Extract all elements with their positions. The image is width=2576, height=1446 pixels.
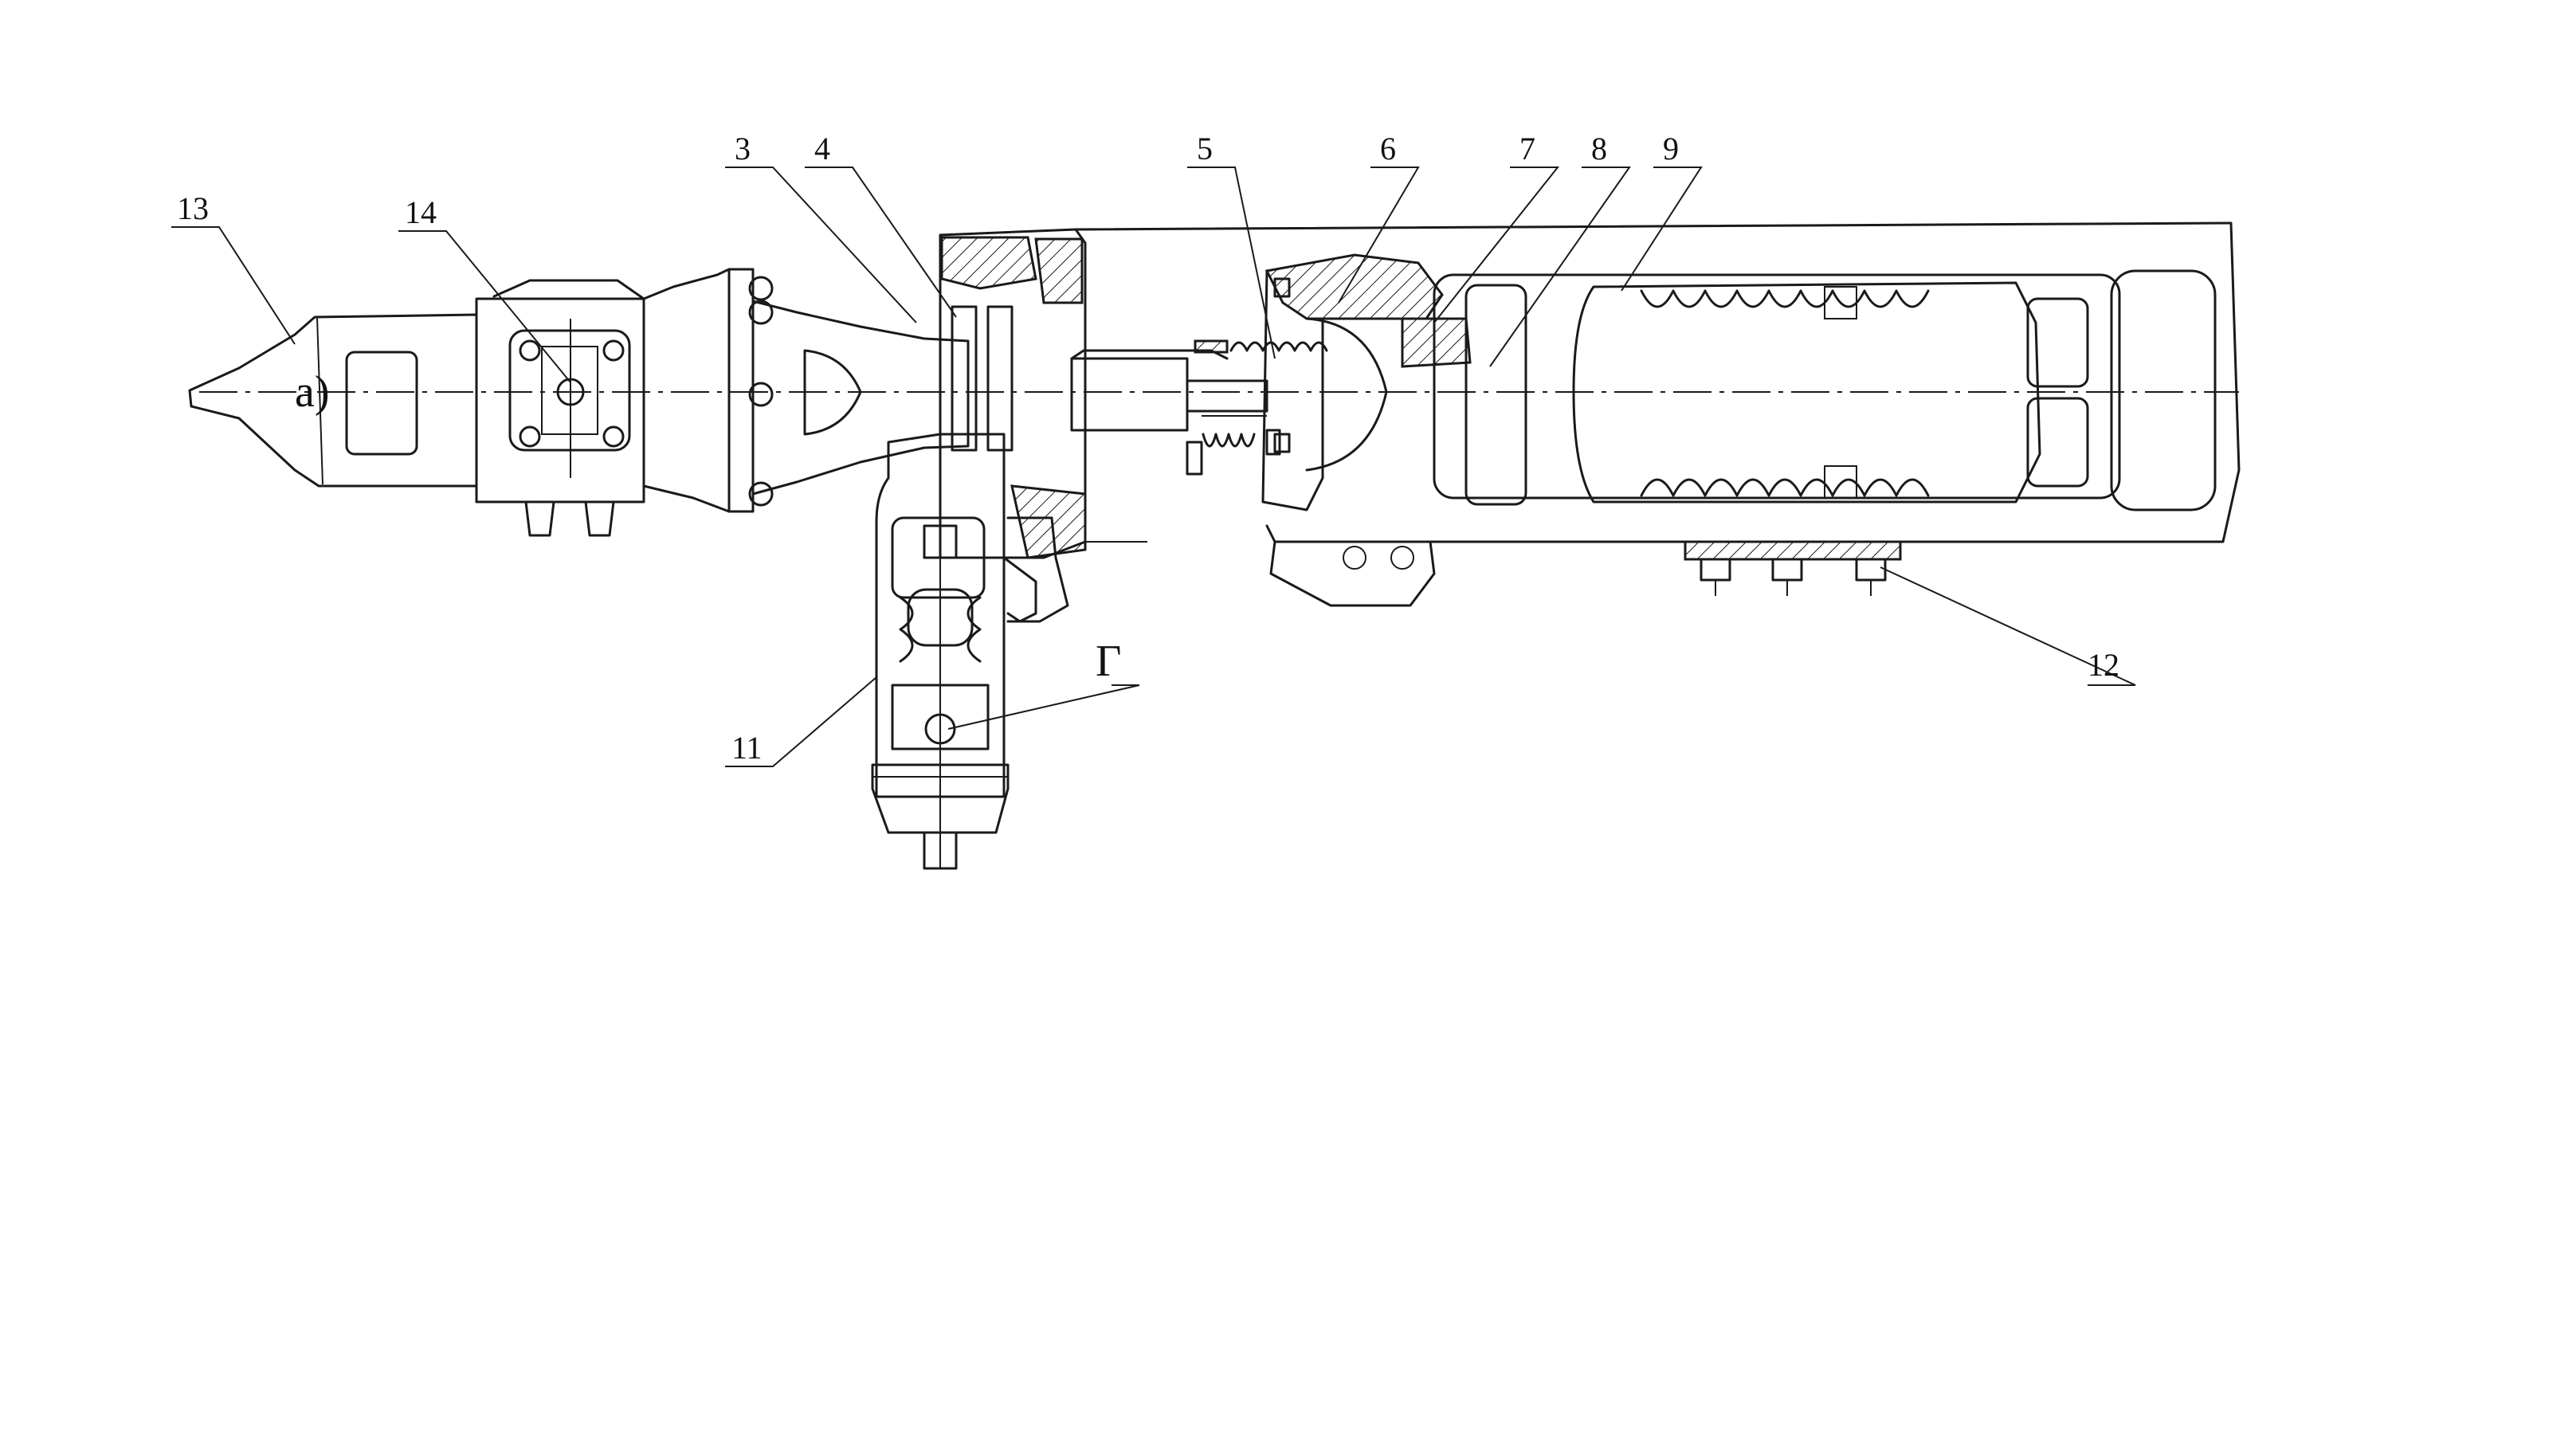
callout-g: Г — [1096, 637, 1121, 686]
coupler-head — [188, 313, 478, 488]
callout-3: 3 — [735, 131, 751, 167]
leader-lines — [171, 167, 2136, 767]
callout-7: 7 — [1519, 131, 1535, 167]
front-plate — [1464, 284, 1527, 506]
shaft-and-spring — [1070, 339, 1328, 476]
centering-device — [871, 433, 1069, 870]
callout-6: 6 — [1380, 131, 1396, 167]
callout-9: 9 — [1663, 131, 1679, 167]
coupler-neck — [642, 268, 970, 513]
gearbox-body — [475, 279, 645, 537]
callout-12: 12 — [2088, 647, 2119, 683]
callout-14: 14 — [405, 194, 437, 230]
spherical-bearing — [1261, 253, 1472, 511]
callout-11: 11 — [731, 730, 763, 766]
elastic-element — [1572, 281, 2041, 504]
draft-gear-front-housing — [939, 228, 1147, 559]
callout-4: 4 — [814, 131, 830, 167]
bottom-fixing-plate — [1684, 540, 1902, 596]
callout-8: 8 — [1591, 131, 1607, 167]
callout-5: 5 — [1197, 131, 1213, 167]
view-label: а) — [295, 367, 330, 417]
callout-13: 13 — [177, 190, 209, 226]
main-housing — [1074, 221, 2241, 607]
